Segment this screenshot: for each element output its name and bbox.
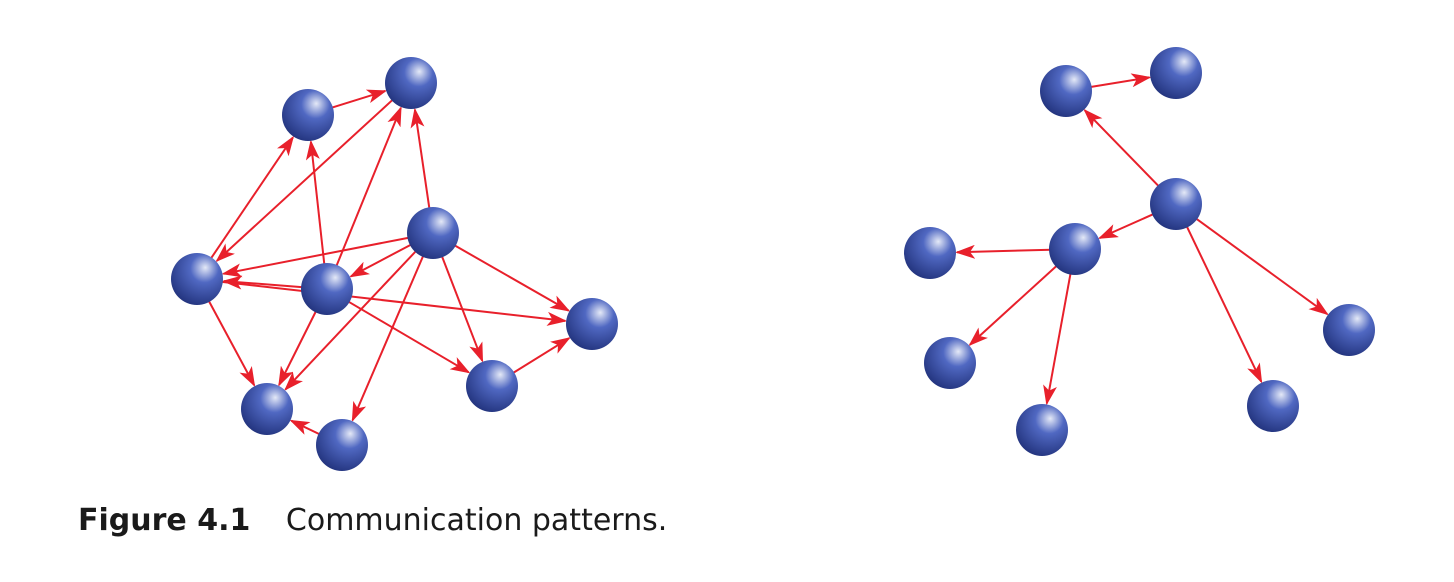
sphere-node-n5 [301,263,353,315]
arrow-n4-to-n8 [440,255,484,363]
arrow-n4-to-n3 [221,236,410,278]
figure-caption-text: Communication patterns. [285,503,668,538]
network-pattern-nodes [171,57,618,471]
arrow-n5-to-n6 [278,310,318,387]
sphere-node-t4 [1049,223,1101,275]
arrow-n1-to-n2 [330,89,388,109]
network-pattern-edges [207,89,571,436]
arrow-n7-to-n6 [289,419,321,436]
arrow-t4-to-t8 [1043,272,1072,406]
arrow-n5-to-n1 [305,139,326,266]
arrow-t3-to-t1 [1083,108,1161,188]
arrow-n3-to-n6 [207,299,256,387]
arrow-n4-to-n2 [410,107,431,210]
sphere-node-n1 [282,89,334,141]
figure-caption-label: Figure 4.1 [78,503,251,538]
arrow-t4-to-t6 [968,264,1058,347]
arrow-n5-to-n2 [335,106,402,268]
tree-pattern-edges [955,73,1329,406]
arrow-t4-to-t5 [955,244,1052,259]
arrow-n4-to-n5 [349,243,413,278]
arrow-n5-to-n3 [221,275,304,290]
nodes-layer [171,47,1375,471]
sphere-node-t3 [1150,178,1202,230]
arrow-n4-to-n9 [453,244,571,312]
sphere-node-n3 [171,253,223,305]
sphere-node-t9 [1247,380,1299,432]
sphere-node-t2 [1150,47,1202,99]
sphere-node-n6 [241,383,293,435]
arrow-n4-to-n7 [351,254,425,423]
arrow-t3-to-t4 [1097,212,1155,239]
arrow-n5-to-n8 [347,300,471,374]
arrow-t1-to-t2 [1089,73,1152,89]
sphere-node-t8 [1016,404,1068,456]
arrow-n4-to-n6 [284,249,418,391]
sphere-node-n7 [316,419,368,471]
sphere-node-n9 [566,298,618,350]
sphere-node-n4 [407,207,459,259]
sphere-node-n2 [385,57,437,109]
figure-caption: Figure 4.1 Communication patterns. [78,503,667,538]
arrow-n2-to-n3 [215,98,394,263]
sphere-node-t1 [1040,65,1092,117]
sphere-node-t5 [904,227,956,279]
arrow-t3-to-t9 [1185,225,1263,384]
tree-pattern-nodes [904,47,1375,456]
sphere-node-t6 [924,337,976,389]
sphere-node-n8 [466,360,518,412]
arrow-n3-to-n1 [209,135,295,260]
arrow-n3-to-n9 [220,280,568,326]
arrow-n8-to-n9 [511,337,571,375]
arrow-t3-to-t7 [1194,217,1329,316]
edges-layer [207,73,1329,436]
sphere-node-t7 [1323,304,1375,356]
